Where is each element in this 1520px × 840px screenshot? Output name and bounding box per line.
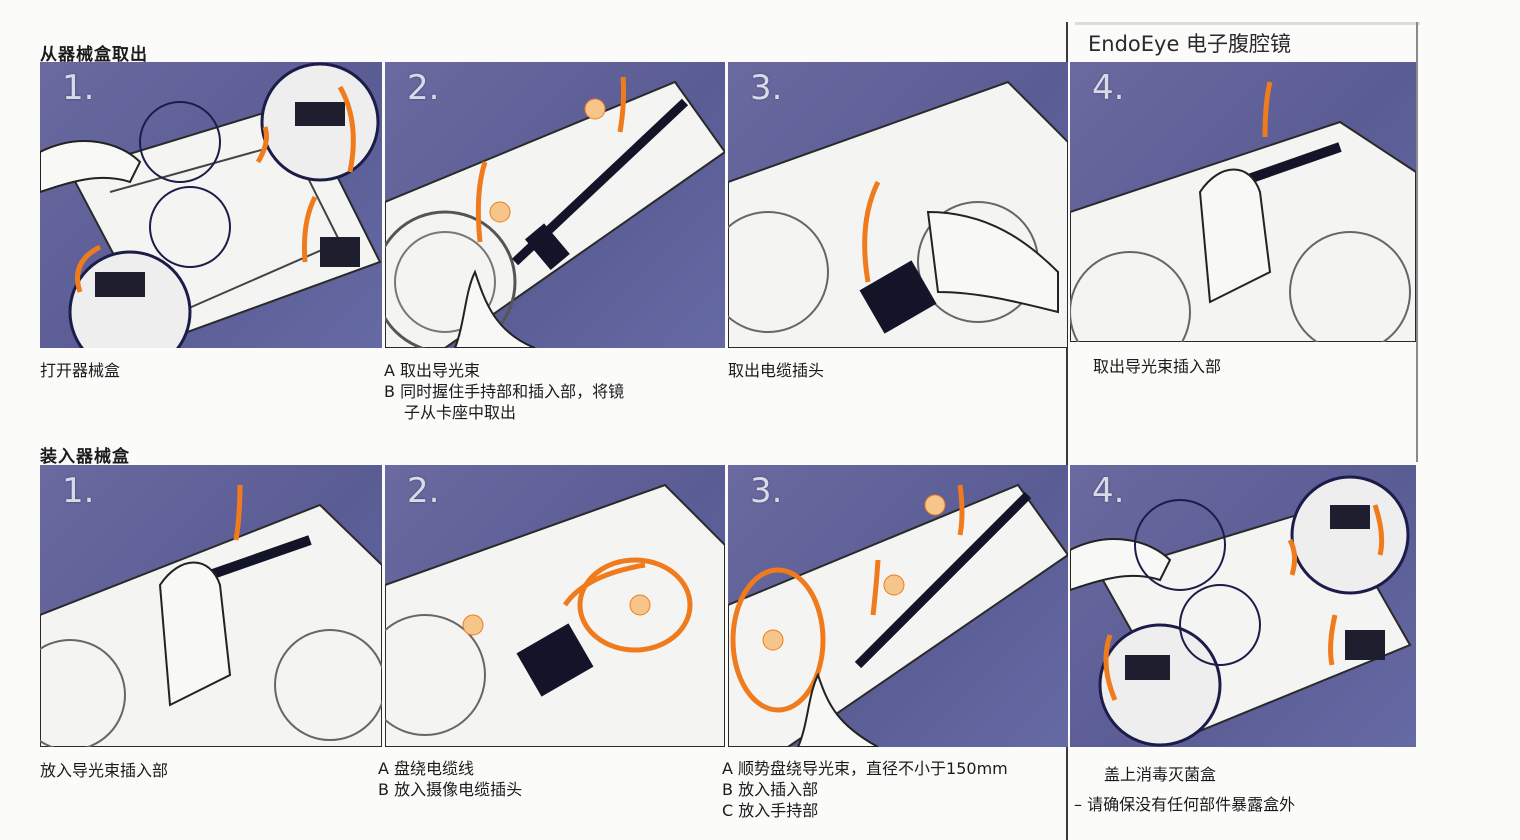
step-panel-remove-1: 1. [40, 62, 382, 348]
caption-line: C 放入手持部 [722, 801, 819, 820]
step-number: 3. [750, 471, 783, 511]
step-panel-remove-2: 2. [385, 62, 725, 348]
caption-insert-4: 盖上消毒灭菌盒 – 请确保没有任何部件暴露盒外 [1074, 760, 1295, 820]
brand-frame-line [1075, 22, 1420, 25]
step-panel-remove-3: 3. [728, 62, 1068, 348]
caption-line: 子从卡座中取出 [404, 403, 517, 422]
step-number: 4. [1092, 68, 1125, 108]
step-number: 1. [62, 68, 95, 108]
step-number: 1. [62, 471, 95, 511]
caption-line: A 顺势盘绕导光束，直径不小于150mm [722, 759, 1008, 778]
caption-remove-2: A 取出导光束 B 同时握住手持部和插入部，将镜 子从卡座中取出 [384, 360, 624, 423]
section-title-remove: 从器械盒取出 [40, 45, 148, 65]
caption-line: B 放入插入部 [722, 780, 819, 799]
caption-line: B 同时握住手持部和插入部，将镜 [384, 382, 625, 401]
step-number: 3. [750, 68, 783, 108]
caption-remove-1: 打开器械盒 [40, 360, 120, 381]
caption-line: 打开器械盒 [40, 361, 121, 380]
step-number: 2. [407, 471, 440, 511]
caption-line: – 请确保没有任何部件暴露盒外 [1074, 795, 1296, 814]
step-panel-insert-3: 3. [728, 465, 1068, 747]
caption-remove-3: 取出电缆插头 [728, 360, 824, 381]
caption-line: 放入导光束插入部 [40, 761, 169, 780]
caption-line: A 取出导光束 [384, 361, 481, 380]
step-panel-insert-1: 1. [40, 465, 382, 747]
caption-insert-2: A 盘绕电缆线 B 放入摄像电缆插头 [378, 758, 522, 800]
step-panel-insert-2: 2. [385, 465, 725, 747]
caption-line: 取出导光束插入部 [1093, 357, 1222, 376]
caption-remove-4: 取出导光束插入部 [1093, 356, 1221, 377]
column-divider [1066, 22, 1068, 840]
right-edge-line [1416, 22, 1418, 462]
caption-line: B 放入摄像电缆插头 [378, 780, 523, 799]
caption-line: 取出电缆插头 [728, 361, 825, 380]
step-number: 4. [1092, 471, 1125, 511]
brand-title: EndoEye 电子腹腔镜 [1088, 32, 1292, 56]
caption-line: 盖上消毒灭菌盒 [1104, 765, 1217, 784]
caption-insert-3: A 顺势盘绕导光束，直径不小于150mm B 放入插入部 C 放入手持部 [722, 758, 1008, 821]
caption-insert-1: 放入导光束插入部 [40, 760, 168, 781]
step-number: 2. [407, 68, 440, 108]
caption-line: A 盘绕电缆线 [378, 759, 475, 778]
step-panel-insert-4: 4. [1070, 465, 1416, 747]
section-title-insert: 装入器械盒 [40, 447, 130, 467]
step-panel-remove-4: 4. [1070, 62, 1416, 342]
